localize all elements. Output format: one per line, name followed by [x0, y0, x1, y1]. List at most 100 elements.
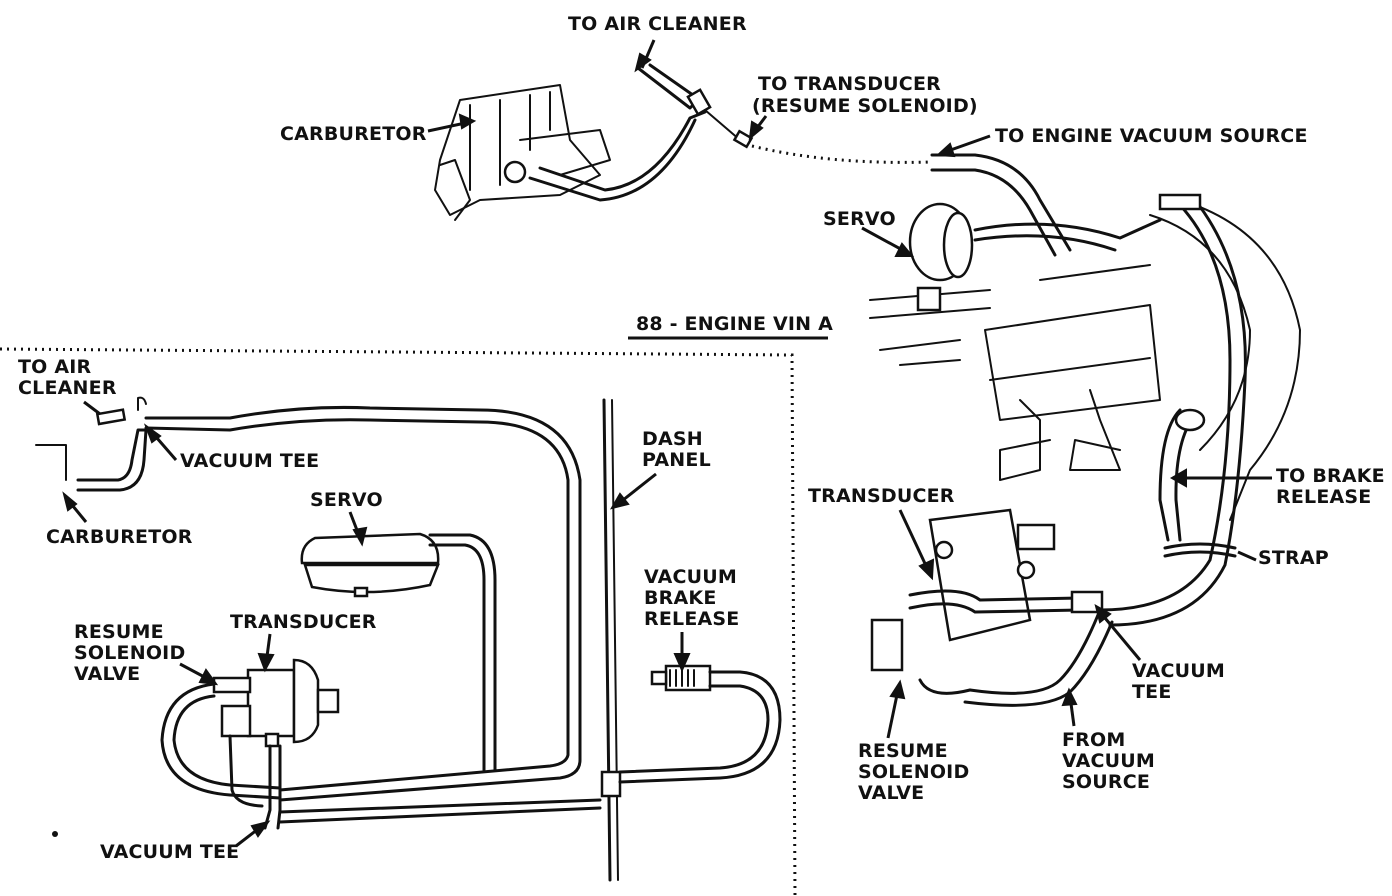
arrowhead-resume-right	[889, 679, 906, 700]
air-cleaner-hose	[528, 63, 712, 202]
label-tee-right: TEE	[1132, 681, 1172, 703]
label-servo-left: SERVO	[310, 489, 383, 511]
carburetor-drawing	[434, 84, 611, 221]
arrowhead-servo-right	[894, 242, 915, 257]
arrowhead-vacuum-tee-top	[143, 423, 162, 444]
master-cylinder	[984, 304, 1161, 421]
section-boundary	[0, 347, 797, 896]
arrow-strap	[1237, 550, 1257, 562]
label-vacuum-brake: VACUUM	[644, 566, 737, 588]
engine-bay-line	[879, 264, 1151, 366]
label-to-air: TO AIR	[18, 356, 92, 378]
label-vacuum-tee-top: VACUUM TEE	[180, 450, 319, 472]
arrowhead-resume-left	[198, 668, 219, 686]
stray-dot	[52, 831, 58, 837]
transducer-right	[870, 508, 1104, 672]
arrowhead-from-vacuum	[1061, 687, 1078, 707]
arrowhead-carburetor-left	[62, 491, 78, 512]
arrowhead-vacuum-tee-bottom	[250, 820, 271, 838]
arrowhead-transducer-left	[257, 652, 275, 673]
carb-to-tee-hose	[76, 428, 150, 482]
label-valve-left: VALVE	[74, 663, 140, 685]
arrowhead-to-air-cleaner	[634, 52, 652, 73]
arrow-vacuum-tee-right	[1098, 611, 1142, 661]
label-source: SOURCE	[1062, 771, 1150, 793]
engine-vacuum-hose-stub	[930, 153, 1072, 257]
top-detail: TO AIR CLEANER CARBURETOR TO TRANSDUCER …	[280, 13, 1308, 257]
hose-connector-top	[1158, 193, 1202, 211]
resume-solenoid-loop	[160, 682, 282, 800]
servo-left	[300, 532, 497, 772]
vacuum-hose-right-1	[1098, 203, 1232, 612]
arrowhead-transducer-right	[918, 558, 935, 581]
label-brake: BRAKE	[644, 587, 717, 609]
label-carburetor-left: CARBURETOR	[46, 526, 193, 548]
arrowhead-dash-panel	[609, 492, 630, 510]
resume-solenoid-loop-right	[918, 678, 972, 695]
servo-right	[869, 202, 1162, 319]
carburetor-stub	[35, 444, 67, 481]
from-vacuum-source-hose	[968, 608, 1102, 695]
label-vacuum-tee-bottom: VACUUM TEE	[100, 841, 239, 863]
label-cleaner: CLEANER	[18, 377, 117, 399]
air-cleaner-stub	[95, 408, 127, 426]
arrow-servo-right	[861, 226, 907, 254]
vacuum-hose-right-2	[1108, 198, 1247, 627]
booster-outline-2	[1149, 214, 1251, 451]
label-release: RELEASE	[644, 608, 739, 630]
section-title: 88 - ENGINE VIN A	[636, 313, 833, 335]
label-solenoid-left: SOLENOID	[74, 642, 185, 664]
brake-release-fitting	[1174, 408, 1206, 432]
label-panel: PANEL	[642, 449, 711, 471]
dash-panel-grommet	[600, 770, 622, 798]
arrowhead-to-engine-vacuum	[935, 142, 956, 158]
arrowhead-brake-release	[673, 653, 691, 673]
arrow-resume-right	[886, 689, 900, 739]
label-vacuum-right: VACUUM	[1132, 660, 1225, 682]
label-strap: STRAP	[1258, 547, 1329, 569]
resume-solenoid-loop-inner	[172, 694, 282, 790]
brake-lines	[999, 389, 1121, 481]
label-transducer-right: TRANSDUCER	[808, 485, 955, 507]
booster-outline	[1179, 199, 1301, 521]
label-resume-right: RESUME	[858, 740, 948, 762]
label-to-engine-vacuum-source: TO ENGINE VACUUM SOURCE	[995, 125, 1308, 147]
transducer-down-loop	[228, 734, 264, 808]
arrowhead-carburetor-top	[458, 113, 477, 130]
label-to-brake: TO BRAKE	[1276, 465, 1385, 487]
label-servo-right: SERVO	[823, 208, 896, 230]
arrow-transducer-right	[898, 509, 930, 571]
arrowhead-to-transducer	[748, 120, 764, 141]
transducer-hose-stub	[704, 109, 754, 149]
tee-to-dash-lower	[278, 798, 602, 814]
carb-to-tee-hose-2	[76, 428, 148, 492]
dotted-hose-connection	[751, 144, 931, 164]
label-brake-release-right: RELEASE	[1276, 486, 1371, 508]
transducer-left	[212, 658, 340, 748]
dash-panel-line-2	[611, 399, 619, 881]
label-vacuum-source: VACUUM	[1062, 750, 1155, 772]
label-from: FROM	[1062, 729, 1125, 751]
dash-panel-line	[602, 398, 612, 882]
label-resume-left: RESUME	[74, 621, 164, 643]
label-carburetor-top: CARBURETOR	[280, 123, 427, 145]
right-detail: SERVO TO BRAKE RELEASE TRANSDUCER STRAP …	[808, 193, 1385, 804]
main-vacuum-hose-inner	[144, 418, 570, 792]
main-vacuum-hose	[144, 405, 582, 802]
label-dash: DASH	[642, 428, 703, 450]
arrowhead-servo-left	[352, 526, 368, 547]
tee-to-dash-lower-2	[278, 806, 602, 824]
vacuum-brake-release-valve	[618, 664, 782, 784]
brake-release-hose	[1158, 408, 1182, 542]
arrow-to-air-cleaner-left	[83, 400, 101, 416]
arrowhead-vacuum-tee-right	[1094, 603, 1112, 624]
label-valve-right: VALVE	[858, 782, 924, 804]
label-solenoid-right: SOLENOID	[858, 761, 969, 783]
left-schematic: 88 - ENGINE VIN A	[0, 313, 833, 896]
label-resume-solenoid-top: (RESUME SOLENOID)	[752, 95, 978, 117]
label-to-transducer: TO TRANSDUCER	[758, 73, 941, 95]
air-cleaner-nipple	[137, 396, 147, 411]
label-transducer-left: TRANSDUCER	[230, 611, 377, 633]
arrowhead-to-brake-release	[1169, 468, 1187, 488]
